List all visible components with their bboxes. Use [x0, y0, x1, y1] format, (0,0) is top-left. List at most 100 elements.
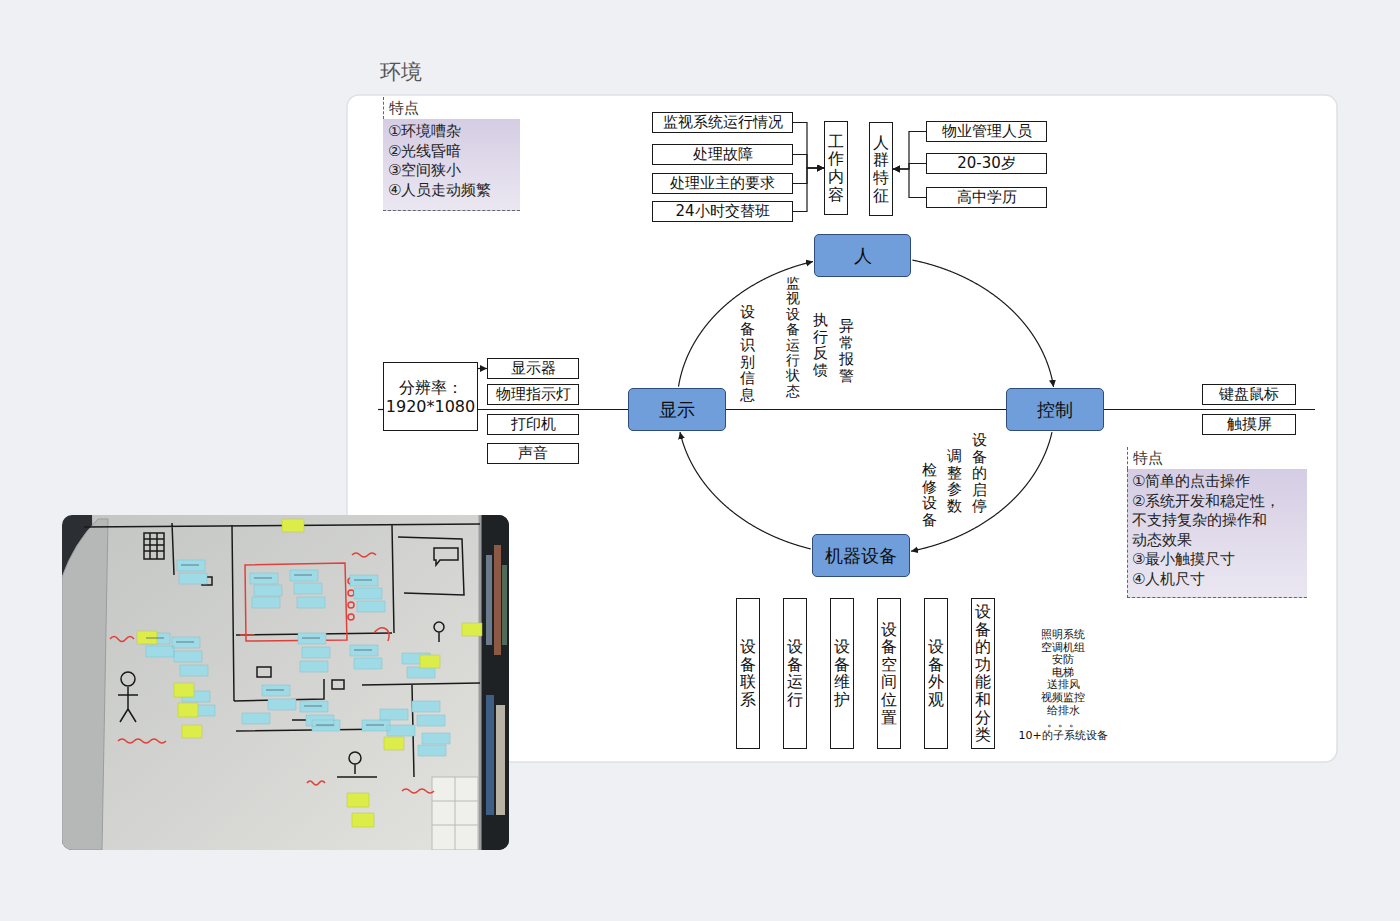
box-label: 键盘鼠标: [1219, 386, 1279, 403]
trait-box: 20-30岁: [926, 153, 1047, 174]
sticky-notes: [137, 519, 482, 827]
book-spine: [494, 545, 501, 655]
axis-stub: [1104, 409, 1315, 410]
core-node: 控制: [1006, 388, 1104, 431]
marker-sketch: [84, 523, 480, 777]
subsystem-item: 空调机组: [1041, 642, 1085, 654]
note-body: ①简单的点击操作②系统开发和稳定性， 不支持复杂的操作和 动态效果③最小触摸尺寸…: [1127, 469, 1307, 598]
box-label: 设备维护: [834, 638, 850, 708]
box-label: 处理故障: [693, 146, 753, 163]
task-box: 监视系统运行情况: [652, 112, 793, 133]
note-item: ①简单的点击操作: [1132, 472, 1285, 492]
flow-arrow: [793, 168, 824, 184]
note-item: ③最小触摸尺寸: [1132, 550, 1285, 570]
subsystem-item: 10+的子系统设备: [1018, 730, 1107, 742]
flow-note: 检修设备: [922, 462, 937, 528]
bookshelf: [482, 515, 509, 850]
core-node: 显示: [628, 388, 726, 431]
input-box: 键盘鼠标: [1202, 384, 1296, 405]
core-node: 机器设备: [812, 534, 910, 577]
category-box: 人群特征: [869, 122, 893, 216]
flow-arrow: [680, 432, 811, 549]
subsystem-item: 给排水: [1047, 705, 1080, 717]
box-label: 机器设备: [825, 545, 897, 567]
box-label: 声音: [518, 445, 548, 462]
core-node: 人: [814, 234, 911, 277]
trait-box: 物业管理人员: [926, 121, 1047, 142]
box-label: 24小时交替班: [675, 203, 769, 220]
box-label: 处理业主的要求: [670, 175, 775, 192]
flow-arrow: [478, 409, 628, 410]
output-box: 物理指示灯: [487, 384, 579, 405]
flow-note: 监视设备运行状态: [786, 276, 800, 399]
box-label: 设备联系: [740, 638, 756, 708]
output-box: 打印机: [487, 414, 579, 435]
box-label: 显示: [659, 399, 695, 421]
trait-box: 高中学历: [926, 187, 1047, 208]
box-label: 设备空间位置: [881, 621, 897, 727]
stand: [432, 777, 478, 850]
aspect-box: 设备的功能和分类: [971, 598, 995, 749]
subsystem-item: 送排风: [1047, 679, 1080, 691]
box-label: 打印机: [511, 416, 556, 433]
stand-grid: [432, 777, 478, 850]
box-label: 设备运行: [787, 638, 803, 708]
box-label: 高中学历: [957, 189, 1017, 206]
book-spine: [502, 565, 507, 645]
output-box: 显示器: [487, 358, 579, 379]
note-heading: 特点: [383, 97, 520, 119]
note-item: ②光线昏暗: [388, 142, 514, 162]
flow-arrow: [912, 260, 1053, 387]
box-label: 20-30岁: [957, 155, 1016, 172]
box-label: 工作内容: [828, 133, 844, 203]
note-item: ③空间狭小: [388, 161, 514, 181]
note-scribbles: [146, 565, 384, 725]
flow-note: 设备的启停: [972, 432, 987, 515]
category-box: 工作内容: [824, 121, 848, 215]
subsystem-item: 照明系统: [1041, 629, 1085, 641]
note-item: ④人员走动频繁: [388, 181, 514, 201]
flow-arrow: [793, 123, 824, 169]
note-body: ①环境嘈杂②光线昏暗③空间狭小④人员走动频繁: [383, 119, 520, 211]
whiteboard: [92, 515, 480, 850]
output-box: 声音: [487, 443, 579, 464]
flow-arrow: [726, 409, 1006, 410]
box-label: 设备的功能和分类: [975, 603, 991, 744]
box-label: 监视系统运行情况: [663, 114, 783, 131]
box-label: 人: [854, 245, 872, 267]
flow-arrow: [893, 169, 926, 198]
flow-arrow: [893, 132, 926, 170]
task-box: 处理业主的要求: [652, 173, 793, 194]
subsystem-item: 安防: [1052, 654, 1074, 666]
subsystem-item: 。。。: [1047, 717, 1080, 729]
environment-panel: 特点①环境嘈杂②光线昏暗③空间狭小④人员走动频繁监视系统运行情况处理故障处理业主…: [347, 95, 1337, 762]
box-label: 物理指示灯: [496, 386, 571, 403]
subsystem-item: 视频监控: [1041, 692, 1085, 704]
aspect-box: 设备联系: [736, 598, 760, 749]
photo-ground: [62, 515, 509, 850]
flow-note: 设备识别信息: [740, 304, 755, 403]
aspect-box: 设备外观: [924, 598, 948, 749]
box-label: 人群特征: [873, 134, 889, 204]
box-label: 显示器: [511, 360, 556, 377]
feature-note: 特点①环境嘈杂②光线昏暗③空间狭小④人员走动频繁: [383, 97, 520, 211]
aspect-box: 设备维护: [830, 598, 854, 749]
flow-note: 异常报警: [839, 318, 854, 384]
box-label: 控制: [1037, 399, 1073, 421]
note-item: ①环境嘈杂: [388, 122, 514, 142]
flow-arrow: [793, 168, 824, 212]
note-heading: 特点: [1127, 447, 1307, 469]
note-item: ②系统开发和稳定性， 不支持复杂的操作和 动态效果: [1132, 492, 1285, 551]
panel-heading: 环境: [380, 59, 422, 85]
task-box: 处理故障: [652, 144, 793, 165]
aspect-box: 设备空间位置: [877, 598, 901, 749]
whiteboard-photo: [62, 515, 509, 850]
spec-box: 分辨率： 1920*1080: [383, 362, 478, 431]
flow-arrow: [893, 164, 926, 170]
subsystem-item: 电梯: [1052, 667, 1074, 679]
flow-arrow: [911, 432, 1052, 551]
flow-arrow: [793, 155, 824, 169]
book-spine: [486, 555, 492, 645]
